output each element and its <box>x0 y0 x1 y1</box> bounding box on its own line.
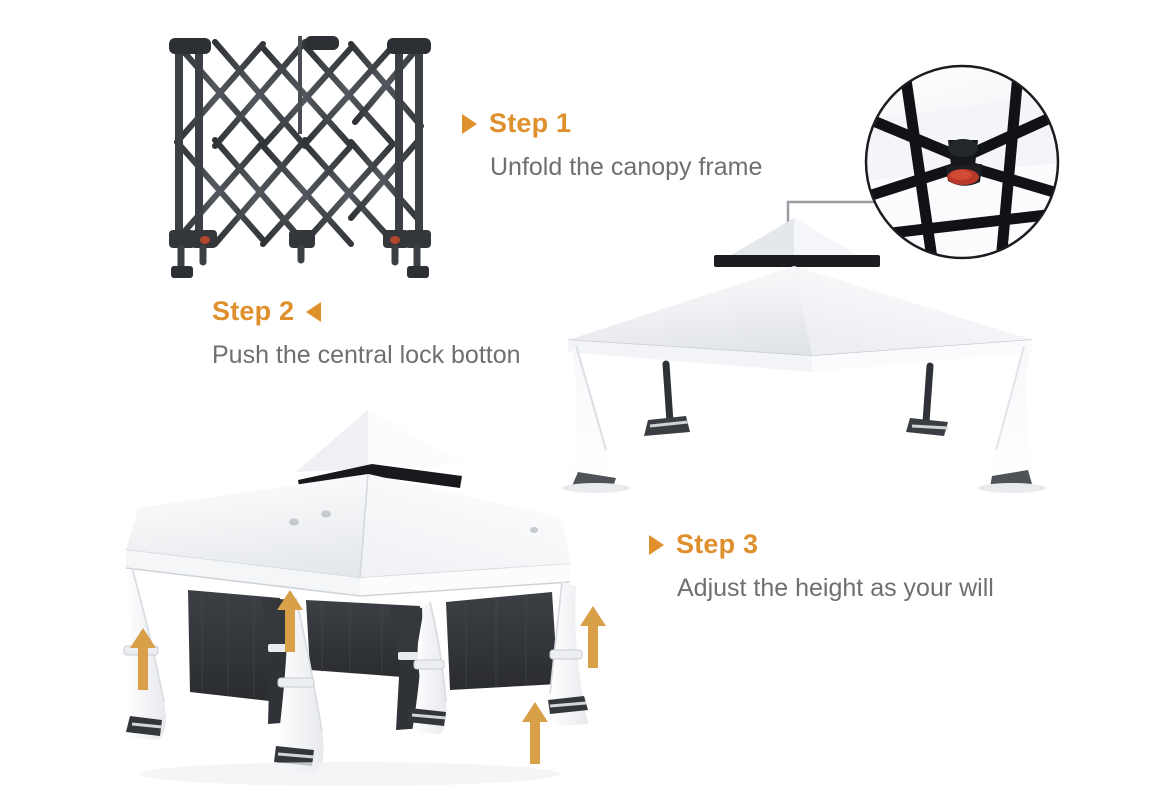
full-gazebo-illustration <box>110 402 600 792</box>
curtain-tie-band <box>123 645 583 688</box>
arrow-up-icon <box>522 702 548 764</box>
lock-button-icon <box>200 236 400 244</box>
mesh-panel <box>306 600 420 678</box>
step-2-heading-row: Step 2 <box>212 296 531 327</box>
step-2-block: Step 2 Push the central lock botton <box>212 296 531 370</box>
triangle-left-icon <box>306 301 322 322</box>
arrow-up-icon <box>580 606 606 668</box>
gazebo-foot <box>126 696 588 766</box>
step-1-heading: Step 1 <box>489 108 572 138</box>
roof-grommet-icon <box>289 510 538 533</box>
height-adjust-arrow <box>128 626 158 692</box>
triangle-right-icon <box>462 113 477 134</box>
triangle-right-icon <box>649 534 664 555</box>
upper-vent-band <box>298 464 462 492</box>
height-adjust-arrow <box>520 700 550 766</box>
step-3-heading: Step 3 <box>676 529 759 559</box>
central-lock-detail-inset <box>862 62 1062 262</box>
arrow-up-icon <box>130 628 156 690</box>
step-1-description: Unfold the canopy frame <box>490 153 763 181</box>
height-adjust-arrow <box>578 604 608 670</box>
mesh-panel <box>446 592 558 690</box>
step-1-block: Step 1 Unfold the canopy frame <box>462 108 762 182</box>
height-adjust-arrow <box>275 588 305 654</box>
step-3-heading-row: Step 3 <box>649 529 994 560</box>
step-2-description: Push the central lock botton <box>212 341 521 369</box>
step-1-heading-row: Step 1 <box>462 108 762 139</box>
step-3-description: Adjust the height as your will <box>677 574 994 602</box>
central-lock-button-icon <box>946 164 982 186</box>
mesh-panel <box>188 590 280 702</box>
arrow-up-icon <box>277 590 303 652</box>
step-2-heading: Step 2 <box>212 296 295 326</box>
step-3-block: Step 3 Adjust the height as your will <box>649 529 994 603</box>
half-open-canopy-illustration <box>562 200 1052 493</box>
folded-canopy-frame-illustration <box>155 22 445 287</box>
canopy-vent-band <box>714 255 880 267</box>
